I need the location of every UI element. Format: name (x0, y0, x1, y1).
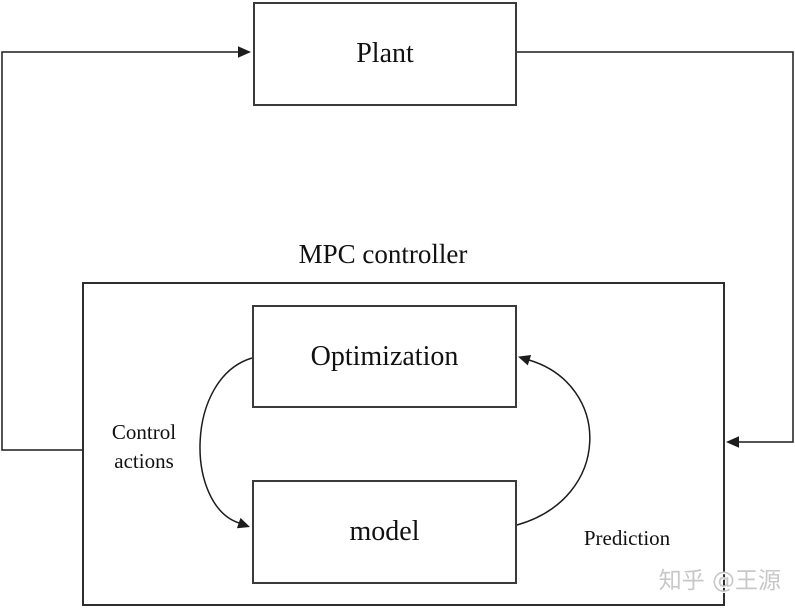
model-box: model (252, 480, 517, 584)
plant-box: Plant (253, 2, 517, 106)
optimization-box: Optimization (252, 305, 517, 408)
watermark: 知乎 @王源 (658, 568, 781, 594)
mpc-controller-box (82, 282, 725, 606)
model-to-optimization-curve (516, 359, 591, 526)
plant-label: Plant (356, 38, 414, 69)
model-input-arrowhead-icon (236, 517, 250, 529)
optimization-to-model-curve (199, 357, 253, 524)
mpc-input-arrowhead-icon (726, 436, 739, 448)
control-actions-line1: Control (111, 420, 177, 444)
plant-to-mpc-line (516, 51, 794, 443)
control-actions-line2: actions (114, 449, 174, 473)
optimization-label: Optimization (310, 340, 459, 372)
mpc-controller-title: MPC controller (298, 239, 468, 269)
plant-input-arrowhead-icon (238, 46, 251, 58)
model-label: model (349, 516, 420, 547)
mpc-to-plant-line (1, 51, 239, 451)
prediction-label: Prediction (583, 526, 671, 550)
control-actions-label: Control actions (112, 418, 176, 476)
optimization-input-arrowhead-icon (518, 355, 532, 366)
